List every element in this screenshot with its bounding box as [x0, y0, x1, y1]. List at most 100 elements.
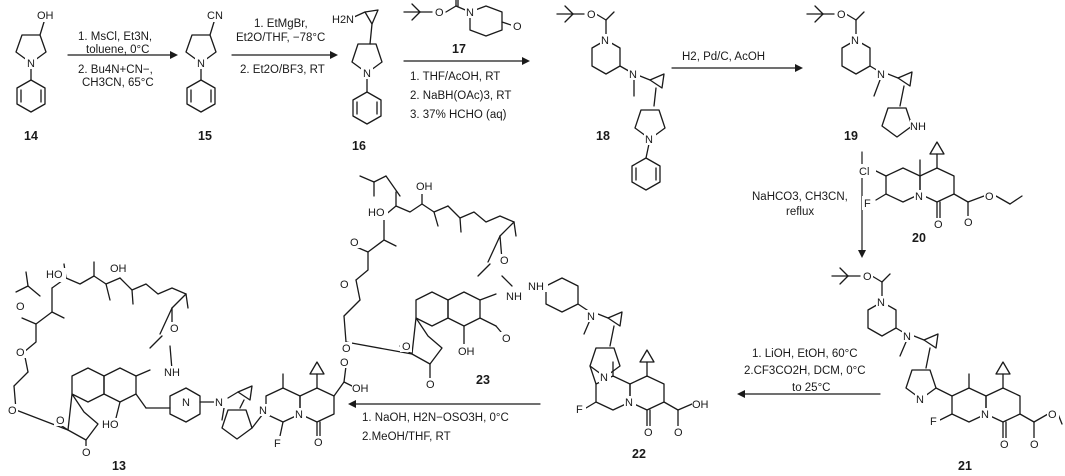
oxygen-label: O — [314, 437, 323, 449]
oxygen-label: O — [1030, 439, 1039, 451]
oxygen-label: O — [644, 427, 653, 439]
secondary-amine-label: NH — [506, 291, 522, 303]
step-2-condition-line-2: Et2O/THF, −78°C — [236, 32, 325, 44]
fluorine-label: F — [930, 416, 937, 428]
arrow-step-3 — [403, 57, 530, 65]
nitrogen-label: N — [877, 69, 885, 81]
compound-number-22: 22 — [632, 447, 646, 461]
nitrogen-label: N — [903, 331, 911, 343]
compound-16-structure: H2N N — [331, 9, 383, 125]
nitrogen-label: N — [877, 297, 885, 309]
hydroxyl-label: HO — [102, 419, 119, 431]
compound-number-14: 14 — [24, 129, 38, 143]
step-4-condition-line-1: H2, Pd/C, AcOH — [682, 51, 765, 63]
nitrile-label: CN — [207, 10, 223, 22]
oxygen-label: O — [340, 357, 349, 369]
secondary-amine-label: NH — [910, 121, 926, 133]
nitrogen-label: N — [851, 35, 859, 47]
compound-13-structure: HO OH O NH HO O O O O O N N N N F O O OH — [6, 261, 374, 459]
nitrogen-label: N — [981, 409, 989, 421]
compound-number-23: 23 — [476, 373, 490, 387]
step-3-condition-line-3: 3. 37% HCHO (aq) — [410, 109, 507, 121]
oxygen-label: O — [82, 447, 91, 459]
oxygen-label: O — [8, 405, 17, 417]
nitrogen-label: N — [916, 394, 924, 406]
compound-15-structure: CN N — [185, 8, 228, 113]
arrow-step-2 — [231, 51, 338, 59]
compound-number-17: 17 — [452, 42, 466, 56]
nitrogen-label: N — [182, 397, 190, 409]
step-6-condition-line-3: to 25°C — [792, 382, 830, 394]
compound-22-structure: NH N N N F O O OH — [528, 277, 714, 439]
compound-number-18: 18 — [596, 129, 610, 143]
oxygen-label: O — [674, 427, 683, 439]
step-6-condition-line-2: 2.CF3CO2H, DCM, 0°C — [744, 365, 866, 377]
oxygen-label: O — [837, 9, 846, 21]
arrow-step-1 — [67, 51, 178, 59]
carboxylic-hydroxyl-label: OH — [692, 399, 709, 411]
fluorine-label: F — [576, 404, 583, 416]
step-6-condition-line-1: 1. LiOH, EtOH, 60°C — [752, 348, 858, 360]
step-5-condition-line-2: reflux — [786, 206, 814, 218]
arrow-step-6 — [737, 390, 881, 398]
compound-18-structure: O N N N — [556, 5, 666, 191]
step-1-condition-line-4: CH3CN, 65°C — [82, 77, 154, 89]
nitrogen-label: N — [915, 191, 923, 203]
nitrogen-label: N — [363, 68, 371, 80]
step-2-condition-line-1: 1. EtMgBr, — [254, 18, 308, 30]
hydroxyl-label: OH — [110, 263, 127, 275]
oxygen-label: O — [502, 333, 511, 345]
nitrogen-label: N — [27, 58, 35, 70]
oxygen-label: O — [340, 279, 349, 291]
step-3-condition-line-2: 2. NaBH(OAc)3, RT — [410, 90, 511, 102]
oxygen-label: O — [402, 341, 411, 353]
oxygen-label: O — [342, 343, 351, 355]
compound-21-structure: O N N N N F O O O — [831, 267, 1063, 451]
step-5-condition-line-1: NaHCO3, CH3CN, — [752, 191, 848, 203]
oxygen-label: O — [170, 323, 179, 335]
oxygen-label: O — [426, 379, 435, 391]
hydroxyl-label: OH — [458, 346, 475, 358]
compound-number-20: 20 — [912, 231, 926, 245]
step-7-condition-line-2: 2.MeOH/THF, RT — [362, 431, 451, 443]
oxygen-label: O — [16, 347, 25, 359]
compound-number-21: 21 — [958, 459, 972, 473]
oxygen-label: O — [934, 219, 943, 231]
carboxylic-hydroxyl-label: OH — [352, 383, 369, 395]
nitrogen-label: N — [629, 69, 637, 81]
fluorine-label: F — [864, 198, 871, 210]
compound-19-structure: O N N NH — [806, 5, 930, 138]
oxygen-label: O — [1048, 409, 1057, 421]
step-2-condition-line-3: 2. Et2O/BF3, RT — [240, 64, 325, 76]
arrow-step-4 — [671, 64, 803, 72]
secondary-amine-label: NH — [164, 367, 180, 379]
fluorine-label: F — [274, 438, 281, 450]
nitrogen-label: N — [295, 409, 303, 421]
oxygen-label: O — [863, 271, 872, 283]
oxygen-label: O — [435, 7, 444, 19]
nitrogen-label: N — [259, 405, 267, 417]
nitrogen-label: N — [466, 7, 474, 19]
step-1-condition-line-2: toluene, 0°C — [86, 44, 149, 56]
compound-number-19: 19 — [844, 129, 858, 143]
oxygen-label: O — [985, 191, 994, 203]
step-1-condition-line-3: 2. Bu4N+CN−, — [78, 64, 153, 76]
compound-number-13: 13 — [112, 459, 126, 473]
oxygen-label: O — [350, 237, 359, 249]
nitrogen-label: N — [215, 397, 223, 409]
compound-number-16: 16 — [352, 139, 366, 153]
amine-label: H2N — [332, 14, 354, 26]
step-7-condition-line-1: 1. NaOH, H2N−OSO3H, 0°C — [362, 412, 509, 424]
nitrogen-label: N — [600, 372, 608, 384]
nitrogen-label: N — [645, 134, 653, 146]
compound-17-structure: O N O — [403, 0, 523, 37]
secondary-amine-label: NH — [528, 281, 544, 293]
oxygen-label: O — [1000, 439, 1009, 451]
oxygen-label: O — [587, 9, 596, 21]
nitrogen-label: N — [587, 311, 595, 323]
compound-23-structure: OH HO O NH O OH O O O O O — [338, 175, 526, 391]
oxygen-label: O — [513, 21, 522, 33]
oxygen-label: O — [56, 415, 65, 427]
hydroxyl-label: OH — [37, 10, 54, 22]
oxygen-label: O — [500, 255, 509, 267]
